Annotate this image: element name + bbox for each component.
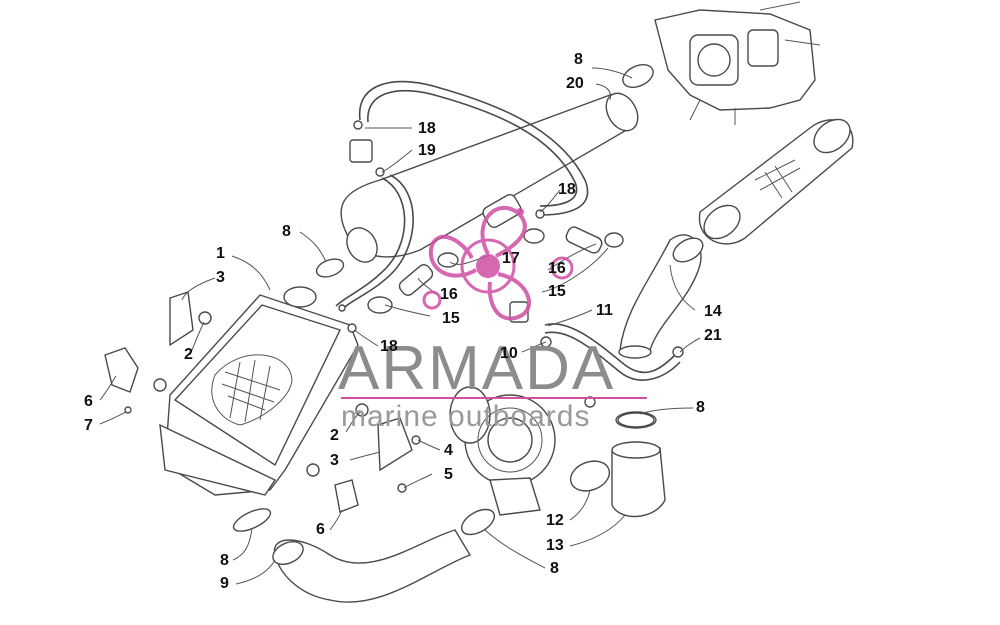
vent-hose-drawing [335,80,681,381]
callout-11: 11 [596,302,613,319]
callout-8: 8 [574,51,583,68]
air-filter-drawing [698,118,854,245]
callout-9: 9 [220,575,229,592]
callout-7: 7 [84,417,93,434]
callout-20: 20 [566,75,584,92]
throttle-body-drawing [654,1,821,125]
callout-18: 18 [558,181,576,198]
callout-8: 8 [282,223,291,240]
callout-3: 3 [330,452,339,469]
watermark-brand: ARMADA [338,334,616,403]
callout-15: 15 [442,310,460,327]
propeller-logo-icon [422,205,574,321]
intercooler-drawing [159,286,359,496]
callout-6: 6 [84,393,93,410]
callout-17: 17 [502,250,520,267]
intake-tube-drawing [340,92,639,263]
callout-5: 5 [444,466,453,483]
callout-2: 2 [184,346,193,363]
watermark-divider [341,397,647,399]
callout-12: 12 [546,512,564,529]
callout-2: 2 [330,427,339,444]
callout-8: 8 [550,560,559,577]
callout-8: 8 [696,399,705,416]
callout-6: 6 [316,521,325,538]
callout-16: 16 [440,286,458,303]
outlet-elbow-drawing [618,234,704,359]
callout-18: 18 [418,120,436,137]
callout-10: 10 [500,345,518,362]
callout-1: 1 [216,245,225,262]
callout-4: 4 [444,442,453,459]
watermark-tagline: marine outboards [341,400,591,433]
callout-3: 3 [216,269,225,286]
lower-hose-drawing [232,508,496,603]
callout-14: 14 [704,303,722,320]
turbocharger-drawing [449,386,556,516]
callout-16: 16 [548,260,566,277]
callout-15: 15 [548,283,566,300]
valves-drawing [315,63,684,428]
callout-18: 18 [380,338,398,355]
callout-21: 21 [704,327,722,344]
callout-13: 13 [546,537,564,554]
callout-19: 19 [418,142,436,159]
callout-8: 8 [220,552,229,569]
leader-lines [99,67,701,585]
